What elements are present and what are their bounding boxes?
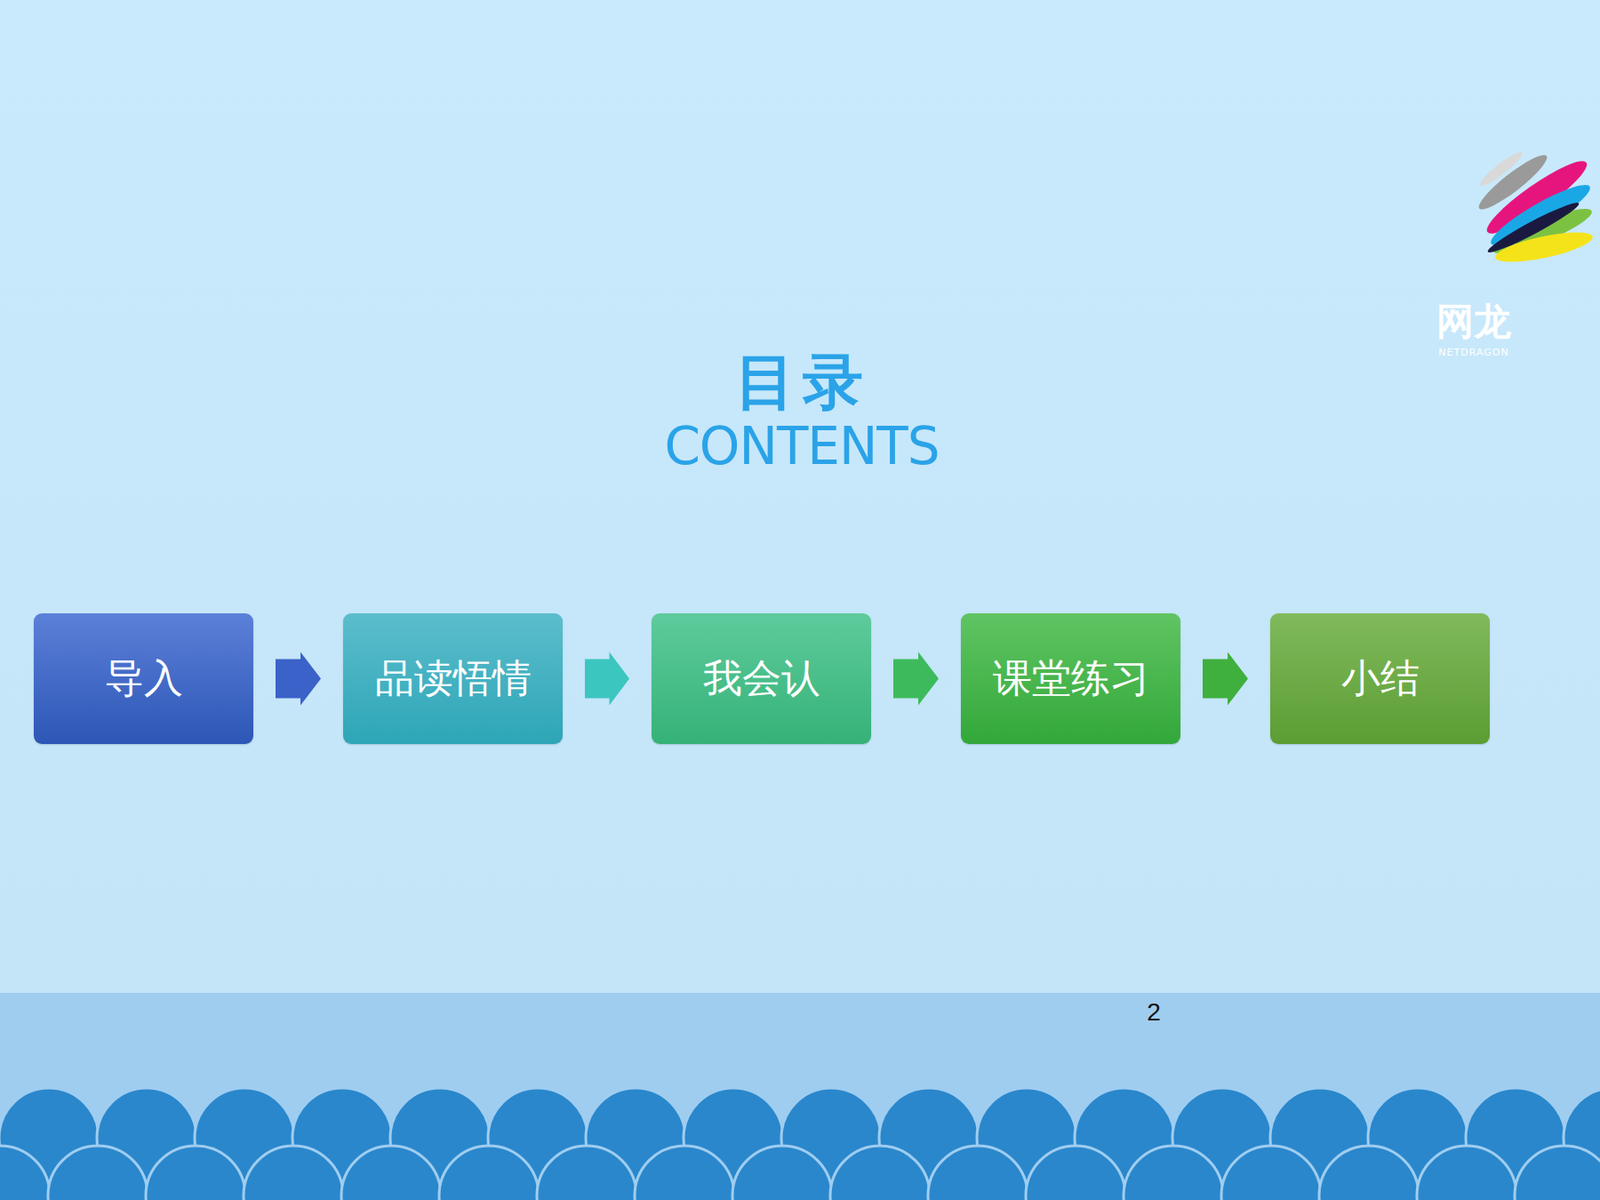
wave-circle bbox=[1221, 1145, 1321, 1200]
box-label: 我会认 bbox=[703, 652, 821, 705]
wave-circle bbox=[0, 1145, 50, 1200]
wave-circle bbox=[1319, 1145, 1419, 1200]
wave-circle bbox=[928, 1145, 1028, 1200]
wave-circle bbox=[830, 1145, 930, 1200]
box-label: 品读悟情 bbox=[375, 652, 532, 705]
logo-mark bbox=[1473, 148, 1596, 269]
logo-leaf bbox=[1485, 198, 1583, 258]
title: 目录 bbox=[735, 342, 871, 424]
box-label: 导入 bbox=[104, 652, 184, 705]
wave-circle bbox=[732, 1145, 832, 1200]
page-number: 2 bbox=[1146, 998, 1161, 1027]
wave-circle bbox=[48, 1145, 148, 1200]
box-label: 小结 bbox=[1341, 652, 1420, 705]
sky-background bbox=[0, 0, 1600, 993]
wave-circle bbox=[1514, 1145, 1600, 1200]
wave-pattern bbox=[0, 1088, 1600, 1200]
logo-text: NETDRAGON bbox=[1438, 346, 1509, 359]
wave-circle bbox=[439, 1145, 539, 1200]
process-box: 课堂练习 bbox=[960, 613, 1181, 744]
process-box: 小结 bbox=[1270, 613, 1490, 744]
flow-arrow bbox=[1202, 652, 1248, 706]
process-box: 品读悟情 bbox=[343, 613, 563, 744]
subtitle: CONTENTS bbox=[664, 416, 939, 477]
flow-arrow bbox=[584, 652, 630, 706]
wave-circle bbox=[1123, 1145, 1224, 1200]
wave-circle bbox=[145, 1145, 246, 1200]
wave-circle bbox=[634, 1145, 735, 1200]
process-box: 我会认 bbox=[651, 613, 872, 744]
wave-circle bbox=[1025, 1145, 1126, 1200]
box-label: 课堂练习 bbox=[992, 652, 1150, 705]
logo-text: 网龙 bbox=[1436, 296, 1512, 347]
process-box: 导入 bbox=[33, 613, 254, 744]
flow-arrow bbox=[275, 652, 321, 706]
flow-arrow bbox=[893, 652, 939, 706]
wave-circle bbox=[243, 1145, 344, 1200]
logo-leaf bbox=[1493, 226, 1596, 269]
wave-circle bbox=[536, 1145, 637, 1200]
wave-circle bbox=[1416, 1145, 1517, 1200]
wave-circle bbox=[341, 1145, 441, 1200]
